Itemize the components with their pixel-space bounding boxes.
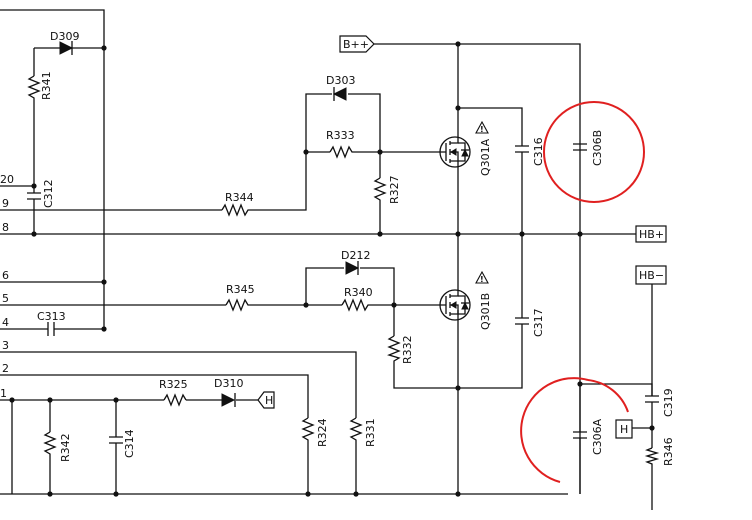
label-c306a: C306A	[591, 418, 604, 455]
resistor-r325: R325	[159, 378, 188, 407]
svg-text:H: H	[265, 394, 273, 407]
highlight-circle-c306a	[520, 377, 629, 483]
resistor-r344: R344	[221, 191, 254, 217]
svg-text:B++: B++	[343, 38, 369, 51]
resistor-r324: R324	[301, 417, 329, 447]
label-c306b: C306B	[591, 130, 604, 166]
svg-text:!: !	[480, 275, 484, 284]
capacitor-c316: C316	[515, 137, 545, 166]
connector-hbminus: HB−	[635, 265, 667, 285]
pin-label: 2	[2, 362, 9, 375]
svg-text:HB−: HB−	[639, 269, 664, 282]
label-c317: C317	[532, 308, 545, 337]
capacitor-c319: C319	[645, 388, 675, 417]
label-d212: D212	[341, 249, 370, 262]
mosfet-q301b: Q301B	[439, 280, 492, 330]
label-d303: D303	[326, 74, 355, 87]
pin-numbers: 20 9 8 6 5 4 3 2 1	[0, 173, 14, 400]
svg-text:HB+: HB+	[639, 228, 664, 241]
label-r332: R332	[401, 335, 414, 364]
label-q301a: Q301A	[479, 138, 492, 176]
capacitor-c306a: C306A	[573, 418, 604, 455]
resistor-r342: R342	[43, 431, 72, 462]
label-r341: R341	[40, 71, 53, 100]
resistor-r327: R327	[373, 175, 401, 204]
pin-label: 9	[2, 197, 9, 210]
resistor-r341: R341	[27, 71, 53, 100]
label-r331: R331	[364, 418, 377, 447]
label-r342: R342	[59, 433, 72, 462]
capacitor-c312: C312	[27, 179, 55, 208]
resistor-r346: R346	[644, 437, 675, 466]
pin-label: 3	[2, 339, 9, 352]
pin-label: 6	[2, 269, 9, 282]
pin-label: 4	[2, 316, 9, 329]
pin-label: 1	[0, 387, 7, 400]
resistor-r333: R333	[326, 129, 355, 159]
pin-label: 20	[0, 173, 14, 186]
connector-hbplus: HB+	[635, 225, 667, 243]
label-c313: C313	[37, 310, 66, 323]
label-d309: D309	[50, 30, 79, 43]
warning-icon: !	[475, 270, 489, 284]
label-r344: R344	[225, 191, 254, 204]
capacitor-c306b: C306B	[573, 130, 604, 166]
svg-text:!: !	[480, 125, 484, 134]
label-r345: R345	[226, 283, 255, 296]
label-r327: R327	[388, 175, 401, 204]
diode-d309: D309	[50, 30, 79, 55]
diode-d310: D310	[214, 377, 243, 407]
svg-text:H: H	[620, 423, 628, 436]
label-c319: C319	[662, 388, 675, 417]
connector-h-2: H	[615, 419, 633, 439]
capacitor-c317: C317	[515, 308, 545, 337]
junction-dots	[9, 41, 655, 497]
resistor-r332: R332	[387, 335, 414, 364]
diode-d303: D303	[326, 74, 355, 101]
resistor-r340: R340	[341, 286, 373, 312]
highlight-circle-c306b	[543, 101, 645, 203]
resistor-r345: R345	[225, 283, 255, 312]
connector-bpp: B++	[339, 35, 375, 53]
label-c316: C316	[532, 137, 545, 166]
label-r346: R346	[662, 437, 675, 466]
capacitor-c314: C314	[109, 429, 136, 458]
pin-label: 8	[2, 221, 9, 234]
diode-d212: D212	[341, 249, 370, 275]
label-r324: R324	[316, 418, 329, 447]
label-r340: R340	[344, 286, 373, 299]
mosfet-q301a: Q301A	[439, 135, 492, 176]
pin-label: 5	[2, 292, 9, 305]
label-d310: D310	[214, 377, 243, 390]
label-q301b: Q301B	[479, 293, 492, 330]
label-c312: C312	[42, 179, 55, 208]
label-c314: C314	[123, 429, 136, 458]
capacitor-c313: C313	[37, 310, 66, 336]
label-r333: R333	[326, 129, 355, 142]
resistor-r331: R331	[349, 417, 377, 447]
label-r325: R325	[159, 378, 188, 391]
connector-h-1: H	[257, 391, 275, 409]
warning-icon: !	[475, 120, 489, 134]
